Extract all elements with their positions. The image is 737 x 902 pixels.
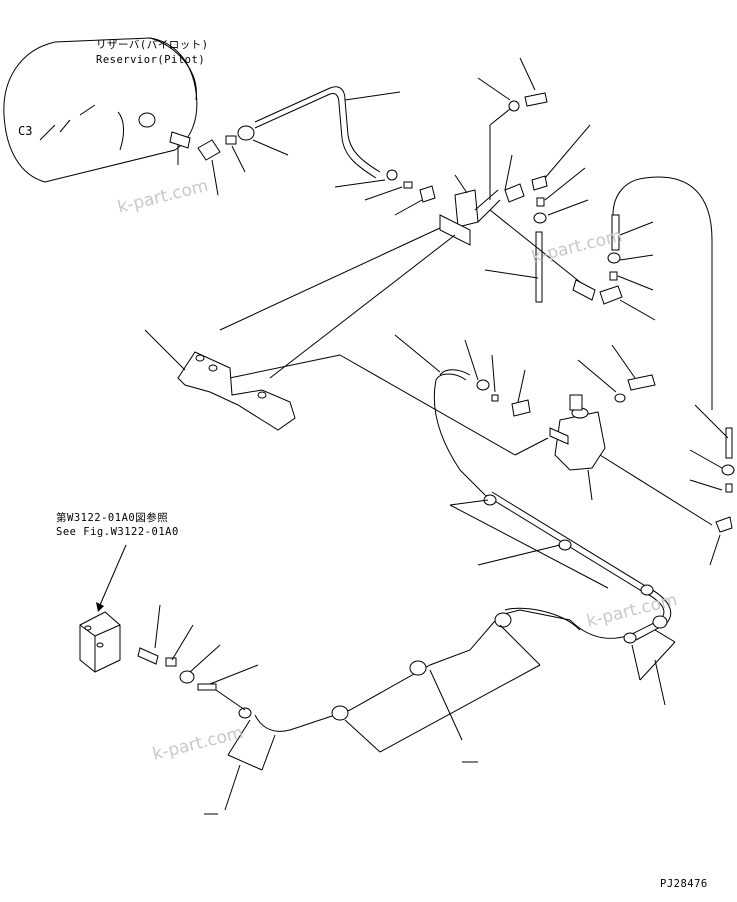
see-fig-label-jp: 第W3122-01A0図参照 — [56, 512, 169, 524]
reservoir-tank — [3, 37, 198, 183]
tank-mark: C3 — [18, 124, 32, 138]
middle-valve-assembly — [394, 334, 713, 526]
see-fig-label-en: See Fig.W3122-01A0 — [56, 526, 179, 538]
reservoir-label-jp: リザーバ(パイロット) — [96, 39, 209, 51]
upper-valve-assembly — [334, 57, 548, 246]
connecting-lines — [219, 227, 549, 456]
tank-fittings — [138, 112, 289, 196]
upper-pipe — [254, 86, 401, 179]
lower-left-block — [79, 544, 259, 711]
right-fittings — [484, 124, 713, 410]
mounting-bracket — [144, 329, 296, 431]
lower-tubing — [204, 491, 676, 815]
drawing-code: PJ28476 — [660, 878, 708, 890]
reservoir-label-en: Reservior(Pilot) — [96, 54, 206, 66]
right-side-parts — [689, 404, 735, 566]
